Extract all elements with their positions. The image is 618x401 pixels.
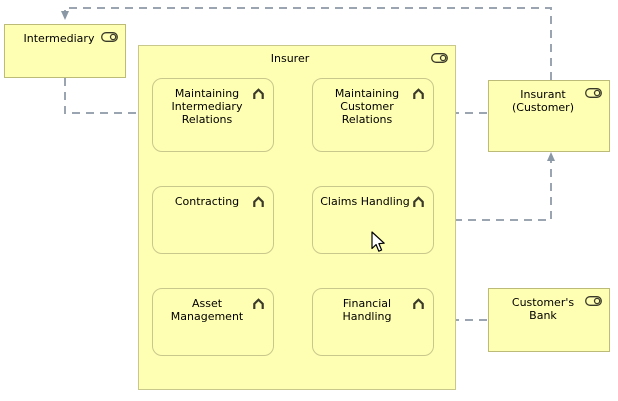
business-process-icon — [413, 196, 424, 207]
node-financial-handling[interactable]: Financial Handling — [312, 288, 434, 356]
business-actor-icon — [431, 53, 448, 63]
business-actor-icon — [585, 296, 602, 306]
business-process-icon — [253, 298, 264, 309]
node-asset-management[interactable]: Asset Management — [152, 288, 274, 356]
node-customers-bank[interactable]: Customer's Bank — [488, 288, 610, 352]
node-maintaining-intermediary-relations-label: Maintaining Intermediary Relations — [171, 87, 243, 126]
node-customers-bank-label: Customer's Bank — [511, 296, 575, 322]
business-actor-icon — [585, 88, 602, 98]
node-insurant[interactable]: Insurant (Customer) — [488, 80, 610, 152]
node-asset-management-label: Asset Management — [170, 297, 244, 323]
business-process-icon — [413, 88, 424, 99]
mouse-pointer-icon — [371, 231, 385, 252]
business-actor-icon — [101, 32, 118, 42]
node-contracting[interactable]: Contracting — [152, 186, 274, 254]
node-maintaining-customer-relations[interactable]: Maintaining Customer Relations — [312, 78, 434, 152]
business-process-icon — [413, 298, 424, 309]
node-intermediary-label: Intermediary — [23, 32, 95, 45]
relation-intermediary-to-mir — [64, 78, 148, 117]
relation-claims-handling-to-insurant — [440, 152, 555, 221]
node-maintaining-intermediary-relations[interactable]: Maintaining Intermediary Relations — [152, 78, 274, 152]
node-claims-handling-label: Claims Handling — [320, 195, 410, 208]
business-process-icon — [253, 196, 264, 207]
node-maintaining-customer-relations-label: Maintaining Customer Relations — [334, 87, 400, 126]
node-contracting-label: Contracting — [174, 195, 240, 208]
node-intermediary[interactable]: Intermediary — [4, 24, 126, 78]
node-insurant-label: Insurant (Customer) — [511, 88, 574, 114]
node-financial-handling-label: Financial Handling — [342, 297, 392, 323]
node-insurer-label: Insurer — [270, 52, 310, 65]
business-process-icon — [253, 88, 264, 99]
